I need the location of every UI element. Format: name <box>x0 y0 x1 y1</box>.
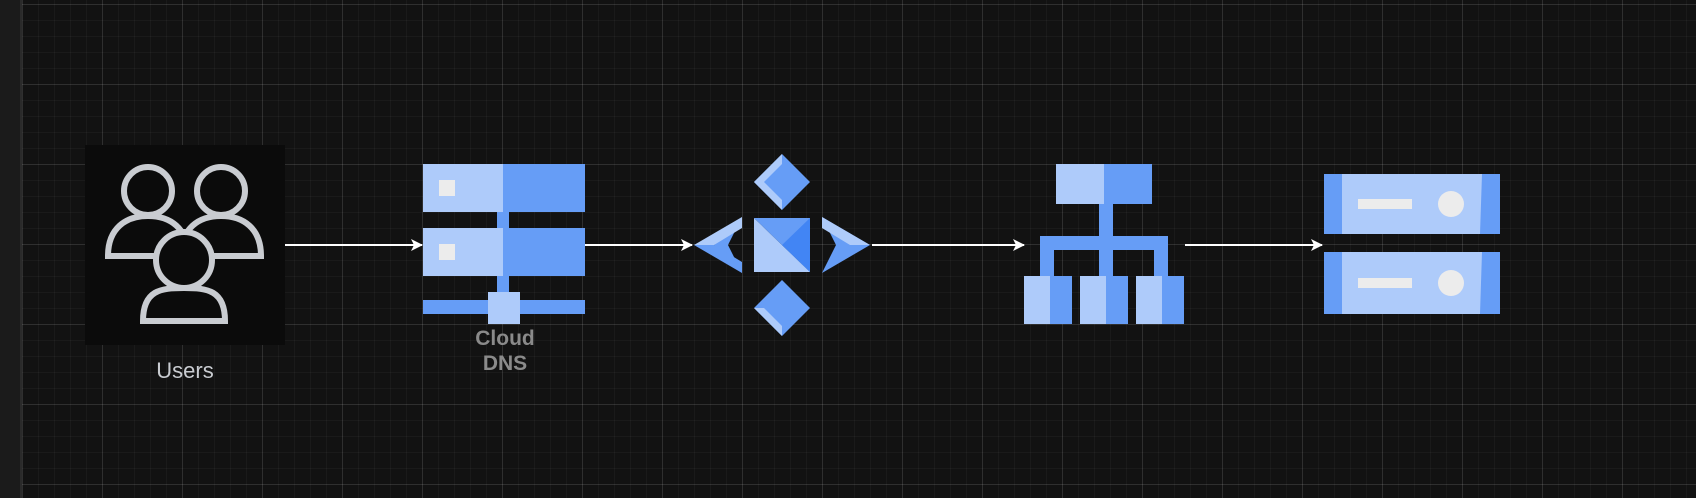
load-balancer-icon[interactable] <box>1024 164 1184 324</box>
cloud-cdn-icon[interactable] <box>694 154 870 336</box>
users-icon <box>104 164 265 324</box>
server-icon[interactable] <box>1324 174 1500 314</box>
cloud-dns-label-line1: Cloud <box>475 327 535 350</box>
cloud-dns-icon[interactable] <box>423 164 585 324</box>
users-label: Users <box>156 358 214 383</box>
cloud-dns-label-line2: DNS <box>482 352 528 375</box>
cloud-dns-label: Cloud DNS <box>445 326 565 376</box>
left-panel-edge <box>0 0 22 498</box>
users-node[interactable] <box>85 145 285 345</box>
